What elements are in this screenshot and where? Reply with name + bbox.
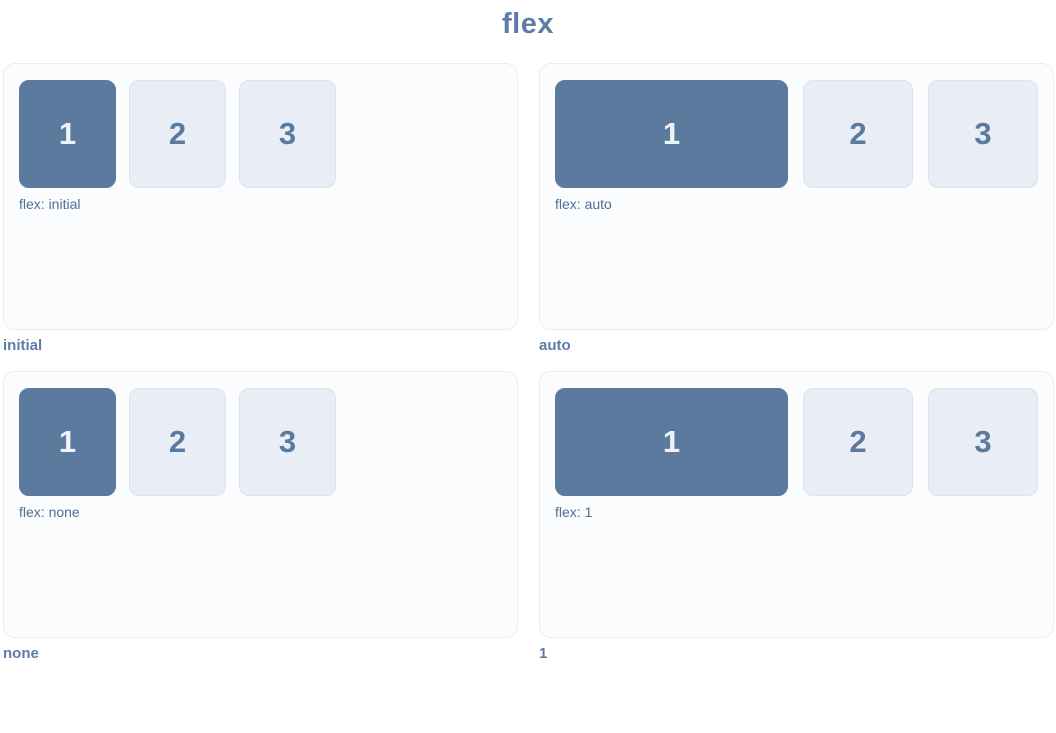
page-title: flex [502, 8, 554, 40]
demo-cell-none: 1 2 3 flex: none none [3, 371, 518, 662]
flex-item-2: 2 [803, 80, 913, 188]
panel-caption: none [3, 645, 39, 662]
flex-row: 1 2 3 [19, 80, 502, 188]
demo-cell-1: 1 2 3 flex: 1 1 [539, 371, 1054, 662]
flex-item-3: 3 [928, 80, 1038, 188]
flex-css-label: flex: 1 [555, 504, 593, 520]
flex-item-1: 1 [555, 388, 788, 496]
flex-item-3: 3 [928, 388, 1038, 496]
flex-item-1: 1 [19, 388, 116, 496]
panel-caption: auto [539, 337, 571, 354]
demo-grid: 1 2 3 flex: initial initial 1 2 3 flex: … [0, 63, 1056, 662]
flex-css-label: flex: auto [555, 196, 612, 212]
demo-cell-initial: 1 2 3 flex: initial initial [3, 63, 518, 354]
flex-item-2: 2 [129, 388, 226, 496]
panel-caption: initial [3, 337, 43, 354]
flex-css-label: flex: none [19, 504, 80, 520]
flex-row: 1 2 3 [555, 388, 1038, 496]
flex-item-2: 2 [129, 80, 226, 188]
panel-flex-none: 1 2 3 flex: none [3, 371, 518, 638]
panel-flex-initial: 1 2 3 flex: initial [3, 63, 518, 330]
flex-css-label: flex: initial [19, 196, 81, 212]
flex-item-3: 3 [239, 80, 336, 188]
flex-item-1: 1 [555, 80, 788, 188]
flex-item-3: 3 [239, 388, 336, 496]
flex-item-1: 1 [19, 80, 116, 188]
panel-flex-auto: 1 2 3 flex: auto [539, 63, 1054, 330]
panel-flex-1: 1 2 3 flex: 1 [539, 371, 1054, 638]
flex-item-2: 2 [803, 388, 913, 496]
panel-caption: 1 [539, 645, 548, 662]
flex-row: 1 2 3 [555, 80, 1038, 188]
demo-cell-auto: 1 2 3 flex: auto auto [539, 63, 1054, 354]
flex-row: 1 2 3 [19, 388, 502, 496]
